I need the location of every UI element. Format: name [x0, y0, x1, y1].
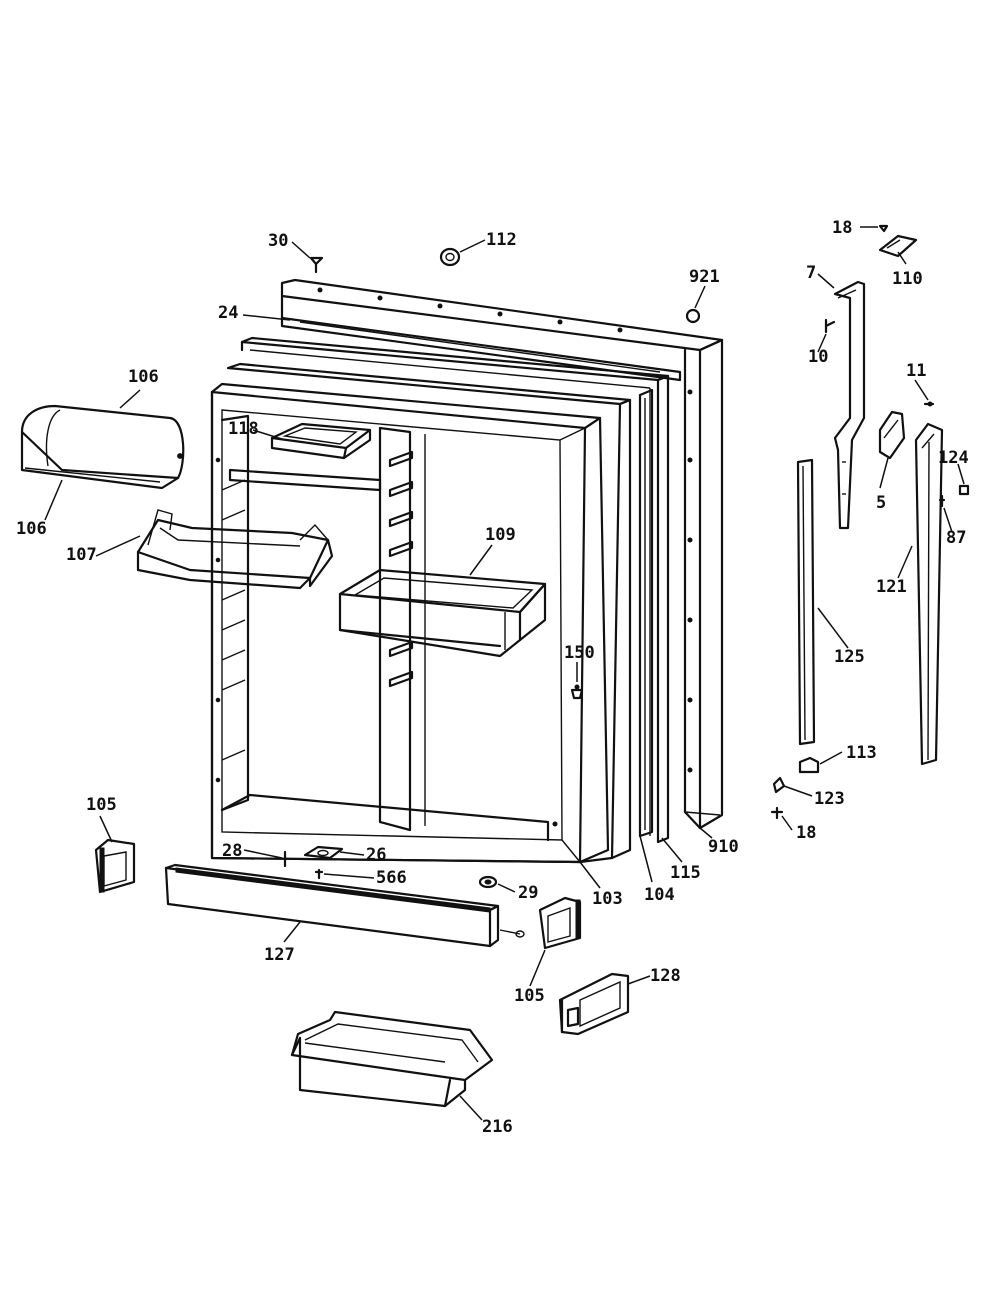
dairy-door-106	[20, 404, 185, 490]
screw-11	[923, 401, 935, 407]
handle-bracket-5	[878, 410, 906, 460]
label-11: 11	[906, 361, 926, 381]
plug-124	[958, 484, 970, 496]
end-cap-128	[558, 972, 630, 1036]
screw-18-bottom	[770, 806, 784, 820]
label-105-left: 105	[86, 795, 117, 815]
label-127: 127	[264, 945, 295, 965]
label-150: 150	[564, 643, 595, 663]
label-24: 24	[218, 303, 238, 323]
plug-921	[685, 308, 701, 324]
label-112: 112	[486, 230, 517, 250]
label-103: 103	[592, 889, 623, 909]
plug-29	[478, 875, 498, 889]
label-216: 216	[482, 1117, 513, 1137]
label-18-bottom: 18	[796, 823, 816, 843]
label-104: 104	[644, 885, 675, 905]
screw-87	[938, 494, 946, 508]
shelf-107	[136, 509, 334, 590]
handle-strip-125	[796, 458, 816, 746]
label-115: 115	[670, 863, 701, 883]
label-128: 128	[650, 966, 681, 986]
label-7: 7	[806, 263, 816, 283]
label-109: 109	[485, 525, 516, 545]
label-107: 107	[66, 545, 97, 565]
label-18-top: 18	[832, 218, 852, 238]
label-10: 10	[808, 347, 828, 367]
screw-30	[309, 256, 324, 274]
plug-112	[439, 247, 461, 267]
door-gasket-104	[240, 336, 670, 844]
part-number-labels: 30 112 921 24 106 106 118 107 109 150 10…	[16, 218, 969, 1137]
label-28: 28	[222, 841, 242, 861]
door-bin-216	[290, 1010, 494, 1108]
screw-566	[314, 868, 324, 880]
label-106-top: 106	[128, 367, 159, 387]
label-30: 30	[268, 231, 288, 251]
door-gasket-115	[638, 388, 654, 838]
door-outer-panel-910	[280, 278, 724, 830]
label-921: 921	[689, 267, 720, 287]
hinge-pin-113	[798, 756, 820, 774]
screw-18-top	[878, 224, 889, 233]
handle-trim-7	[833, 280, 866, 530]
shelf-bin-109	[338, 568, 547, 658]
bottom-rail-127	[164, 863, 525, 948]
hinge-cap-110	[878, 234, 918, 258]
label-110: 110	[892, 269, 923, 289]
leader-lines	[44, 226, 965, 1121]
label-124: 124	[938, 448, 969, 468]
label-87: 87	[946, 528, 966, 548]
label-29: 29	[518, 883, 538, 903]
washer-123	[772, 776, 786, 794]
end-cap-105-left	[94, 838, 136, 894]
label-26: 26	[366, 845, 386, 865]
label-113: 113	[846, 743, 877, 763]
label-118: 118	[228, 419, 259, 439]
bracket-26	[303, 845, 344, 860]
label-105-right: 105	[514, 986, 545, 1006]
label-125: 125	[834, 647, 865, 667]
label-5: 5	[876, 493, 886, 513]
label-121: 121	[876, 577, 907, 597]
label-566: 566	[376, 868, 407, 888]
label-123: 123	[814, 789, 845, 809]
door-strip-24	[280, 316, 682, 382]
screw-10	[824, 318, 836, 334]
label-106-bottom: 106	[16, 519, 47, 539]
door-inner-liner	[210, 382, 610, 864]
button-150	[570, 684, 584, 700]
handle-121	[914, 422, 944, 766]
butter-tray-118	[270, 422, 372, 460]
end-cap-105-right	[538, 896, 582, 950]
label-910: 910	[708, 837, 739, 857]
